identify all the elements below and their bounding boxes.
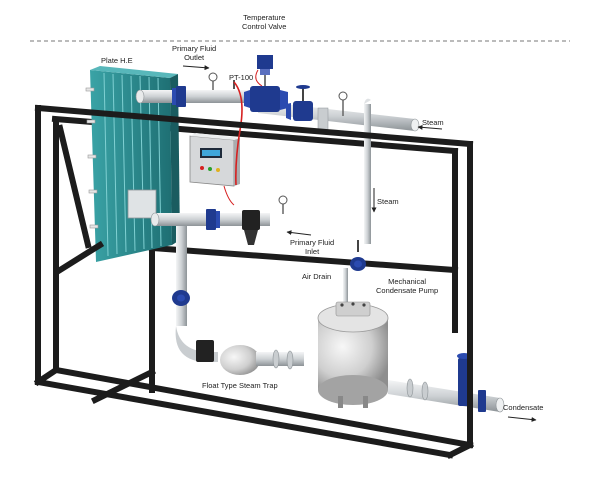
- mechanical-condensate-pump-label: Mechanical Condensate Pump: [376, 277, 438, 295]
- temperature-control-valve-label: Temperature Control Valve: [242, 13, 286, 31]
- float-type-steam-trap-label: Float Type Steam Trap: [202, 381, 278, 390]
- outlet-pressure-gauge: [208, 72, 218, 90]
- primary-fluid-inlet-label-line1: Primary Fluid: [290, 238, 335, 247]
- steam-in-arrow: [417, 124, 443, 130]
- drain-strainer: [196, 340, 214, 362]
- float-type-steam-trap: [220, 345, 304, 375]
- inlet-pressure-gauge: [278, 195, 288, 214]
- condensate-label: Condensate: [503, 403, 544, 412]
- primary-fluid-inlet-label: Primary Fluid Inlet: [290, 238, 334, 256]
- temperature-control-valve-label-line1: Temperature: [243, 13, 286, 22]
- temperature-control-valve-label-line2: Control Valve: [242, 22, 287, 31]
- steam-inlet-label: Steam: [422, 118, 444, 127]
- inlet-isolation-valve: [206, 209, 220, 230]
- pump-steam-valve: [350, 240, 366, 271]
- steam-globe-valve: [286, 85, 313, 121]
- pt100-sensor: [233, 80, 243, 186]
- inlet-flow-arrow: [286, 230, 312, 236]
- condensate-discharge-pipe: [388, 378, 505, 413]
- mechanical-condensate-pump-label-line2: Condensate Pump: [376, 286, 439, 295]
- steam-down-label: Steam: [377, 197, 399, 206]
- air-drain-label: Air Drain: [302, 272, 332, 281]
- he-drain-valve: [172, 290, 190, 306]
- primary-outlet-pipe: [135, 89, 250, 104]
- outlet-isolation-valve: [172, 86, 186, 107]
- inlet-strainer: [242, 210, 260, 245]
- mechanical-condensate-pump-label-line1: Mechanical: [388, 277, 427, 286]
- primary-fluid-outlet-label: Primary Fluid Outlet: [172, 44, 216, 62]
- temperature-control-valve: [244, 55, 288, 112]
- skid-frame-front: [33, 104, 475, 460]
- outlet-flow-arrow: [182, 65, 210, 71]
- mechanical-condensate-pump: [317, 301, 389, 408]
- flow-arrows: [182, 65, 537, 423]
- air-drain-pipe: [343, 268, 348, 302]
- pump-motive-steam-pipe: [364, 98, 371, 244]
- primary-fluid-outlet-label-line2: Outlet: [184, 53, 205, 62]
- primary-fluid-inlet-label-line2: Inlet: [305, 247, 320, 256]
- plate-he-label: Plate H.E: [101, 56, 133, 65]
- primary-fluid-outlet-label-line1: Primary Fluid: [172, 44, 217, 53]
- control-panel: [189, 133, 240, 206]
- pt100-label: PT-100: [229, 73, 254, 82]
- condensate-out-arrow: [507, 416, 537, 423]
- steam-pressure-gauge: [338, 91, 348, 116]
